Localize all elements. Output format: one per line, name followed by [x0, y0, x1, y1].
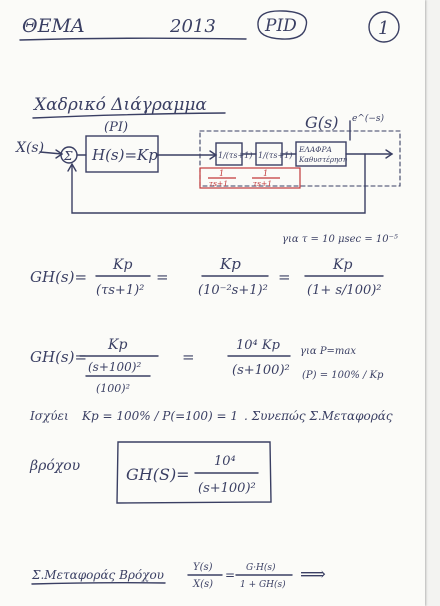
- gh1-f2-num: Kp: [219, 255, 241, 273]
- loop-word: βρόχου: [29, 458, 81, 474]
- red-frac2-num: 1: [263, 169, 268, 178]
- feedback-path: [71, 153, 366, 214]
- red-frac2-den: τs+1: [253, 179, 272, 188]
- kp-prefix: Ισχύει: [29, 409, 69, 423]
- output-arrowhead: [385, 149, 394, 159]
- header-underline: [19, 37, 247, 41]
- closed-loop-rhs-den: 1 + GH(s): [240, 579, 286, 590]
- gh2-f2-den: (s+100)²: [232, 363, 290, 378]
- pid-tag: PID: [264, 16, 297, 36]
- gh1-lhs: GH(s)=: [30, 268, 87, 286]
- gh2-note2: (P) = 100% / Kp: [302, 370, 384, 381]
- summing-symbol: Σ: [63, 149, 73, 163]
- controller-block-frame: [85, 135, 159, 173]
- gh1-f3-den: (1+ s/100)²: [307, 283, 382, 298]
- gh2-f1-den-top: (s+100)²: [88, 360, 141, 374]
- input-arrowhead: [55, 149, 64, 159]
- controller-label: (PI): [104, 120, 128, 135]
- gh1-f3-num: Kp: [332, 257, 352, 273]
- kp-suffix: . Συνεπώς Σ.Μεταφοράς: [244, 409, 393, 423]
- disturbance-label: e^(−s): [352, 113, 385, 124]
- tau-note: για τ = 10 μsec = 10⁻⁵: [282, 234, 398, 245]
- input-signal-line: [39, 151, 63, 155]
- closed-loop-label: Σ.Μεταφοράς Βρόχου: [31, 568, 164, 582]
- controller-block: H(s)=Kp: [91, 146, 158, 164]
- gh1-f2-den: (10⁻²s+1)²: [198, 283, 268, 298]
- year: 2013: [169, 16, 216, 37]
- closed-loop-lhs-num: Y(s): [193, 562, 213, 573]
- plant-block-3-line1: ΕΛΑΦΡΑ: [298, 145, 333, 154]
- heading-underline: [32, 112, 226, 119]
- plant-block-1: 1/(τs+1): [218, 151, 252, 160]
- handwritten-notes: ΘΕΜΑ 2013 PID 1 Χαδρικό Διάγραμμα G(s) e…: [15, 10, 401, 590]
- closed-loop-lhs-den: X(s): [192, 579, 213, 590]
- gh1-f1-den: (τs+1)²: [96, 283, 144, 298]
- gh1-eq2: =: [278, 268, 291, 286]
- page-title: ΘΕΜΑ: [22, 15, 85, 37]
- gh1-eq1: =: [156, 268, 169, 286]
- red-frac1-den: τs+1: [209, 179, 228, 188]
- input-label: X(s): [15, 140, 44, 156]
- red-frac1-num: 1: [219, 169, 224, 178]
- gh2-f1-num: Kp: [107, 337, 127, 353]
- gh2-lhs: GH(s)=: [30, 348, 87, 366]
- feedback-arrowhead: [67, 162, 77, 172]
- plant-block-3-line2: Καθυστέρηση: [298, 156, 348, 164]
- pid-circle: [257, 10, 308, 40]
- section-heading: Χαδρικό Διάγραμμα: [32, 95, 207, 115]
- plant-label: G(s): [305, 113, 338, 132]
- closed-loop-eq: =: [225, 568, 235, 582]
- closed-loop-rhs-num: G·H(s): [246, 562, 276, 573]
- page-number-circle: [368, 11, 400, 43]
- gh2-eq1: =: [182, 348, 195, 366]
- kp-equation: Kp = 100% / P(=100) = 1: [81, 409, 238, 423]
- boxed-lhs: GH(S)=: [126, 465, 190, 484]
- page-number: 1: [378, 18, 389, 39]
- plant-block-2: 1/(τs+1): [258, 151, 292, 160]
- gh2-f1-den-bot: (100)²: [96, 382, 130, 395]
- result-box: [116, 441, 272, 504]
- boxed-num: 10⁴: [214, 454, 236, 469]
- gh1-f1-num: Kp: [112, 257, 132, 273]
- plant-dashed-frame: [199, 130, 401, 187]
- red-annotation-frame: [199, 167, 301, 189]
- gh2-f2-num: 10⁴ Kp: [236, 338, 281, 353]
- handwritten-page: ΘΕΜΑ 2013 PID 1 Χαδρικό Διάγραμμα G(s) e…: [15, 10, 401, 590]
- boxed-den: (s+100)²: [198, 481, 256, 496]
- gh2-note1: για P=max: [300, 346, 356, 357]
- implies-arrow: ⟹: [300, 564, 326, 585]
- closed-loop-underline: [31, 581, 166, 585]
